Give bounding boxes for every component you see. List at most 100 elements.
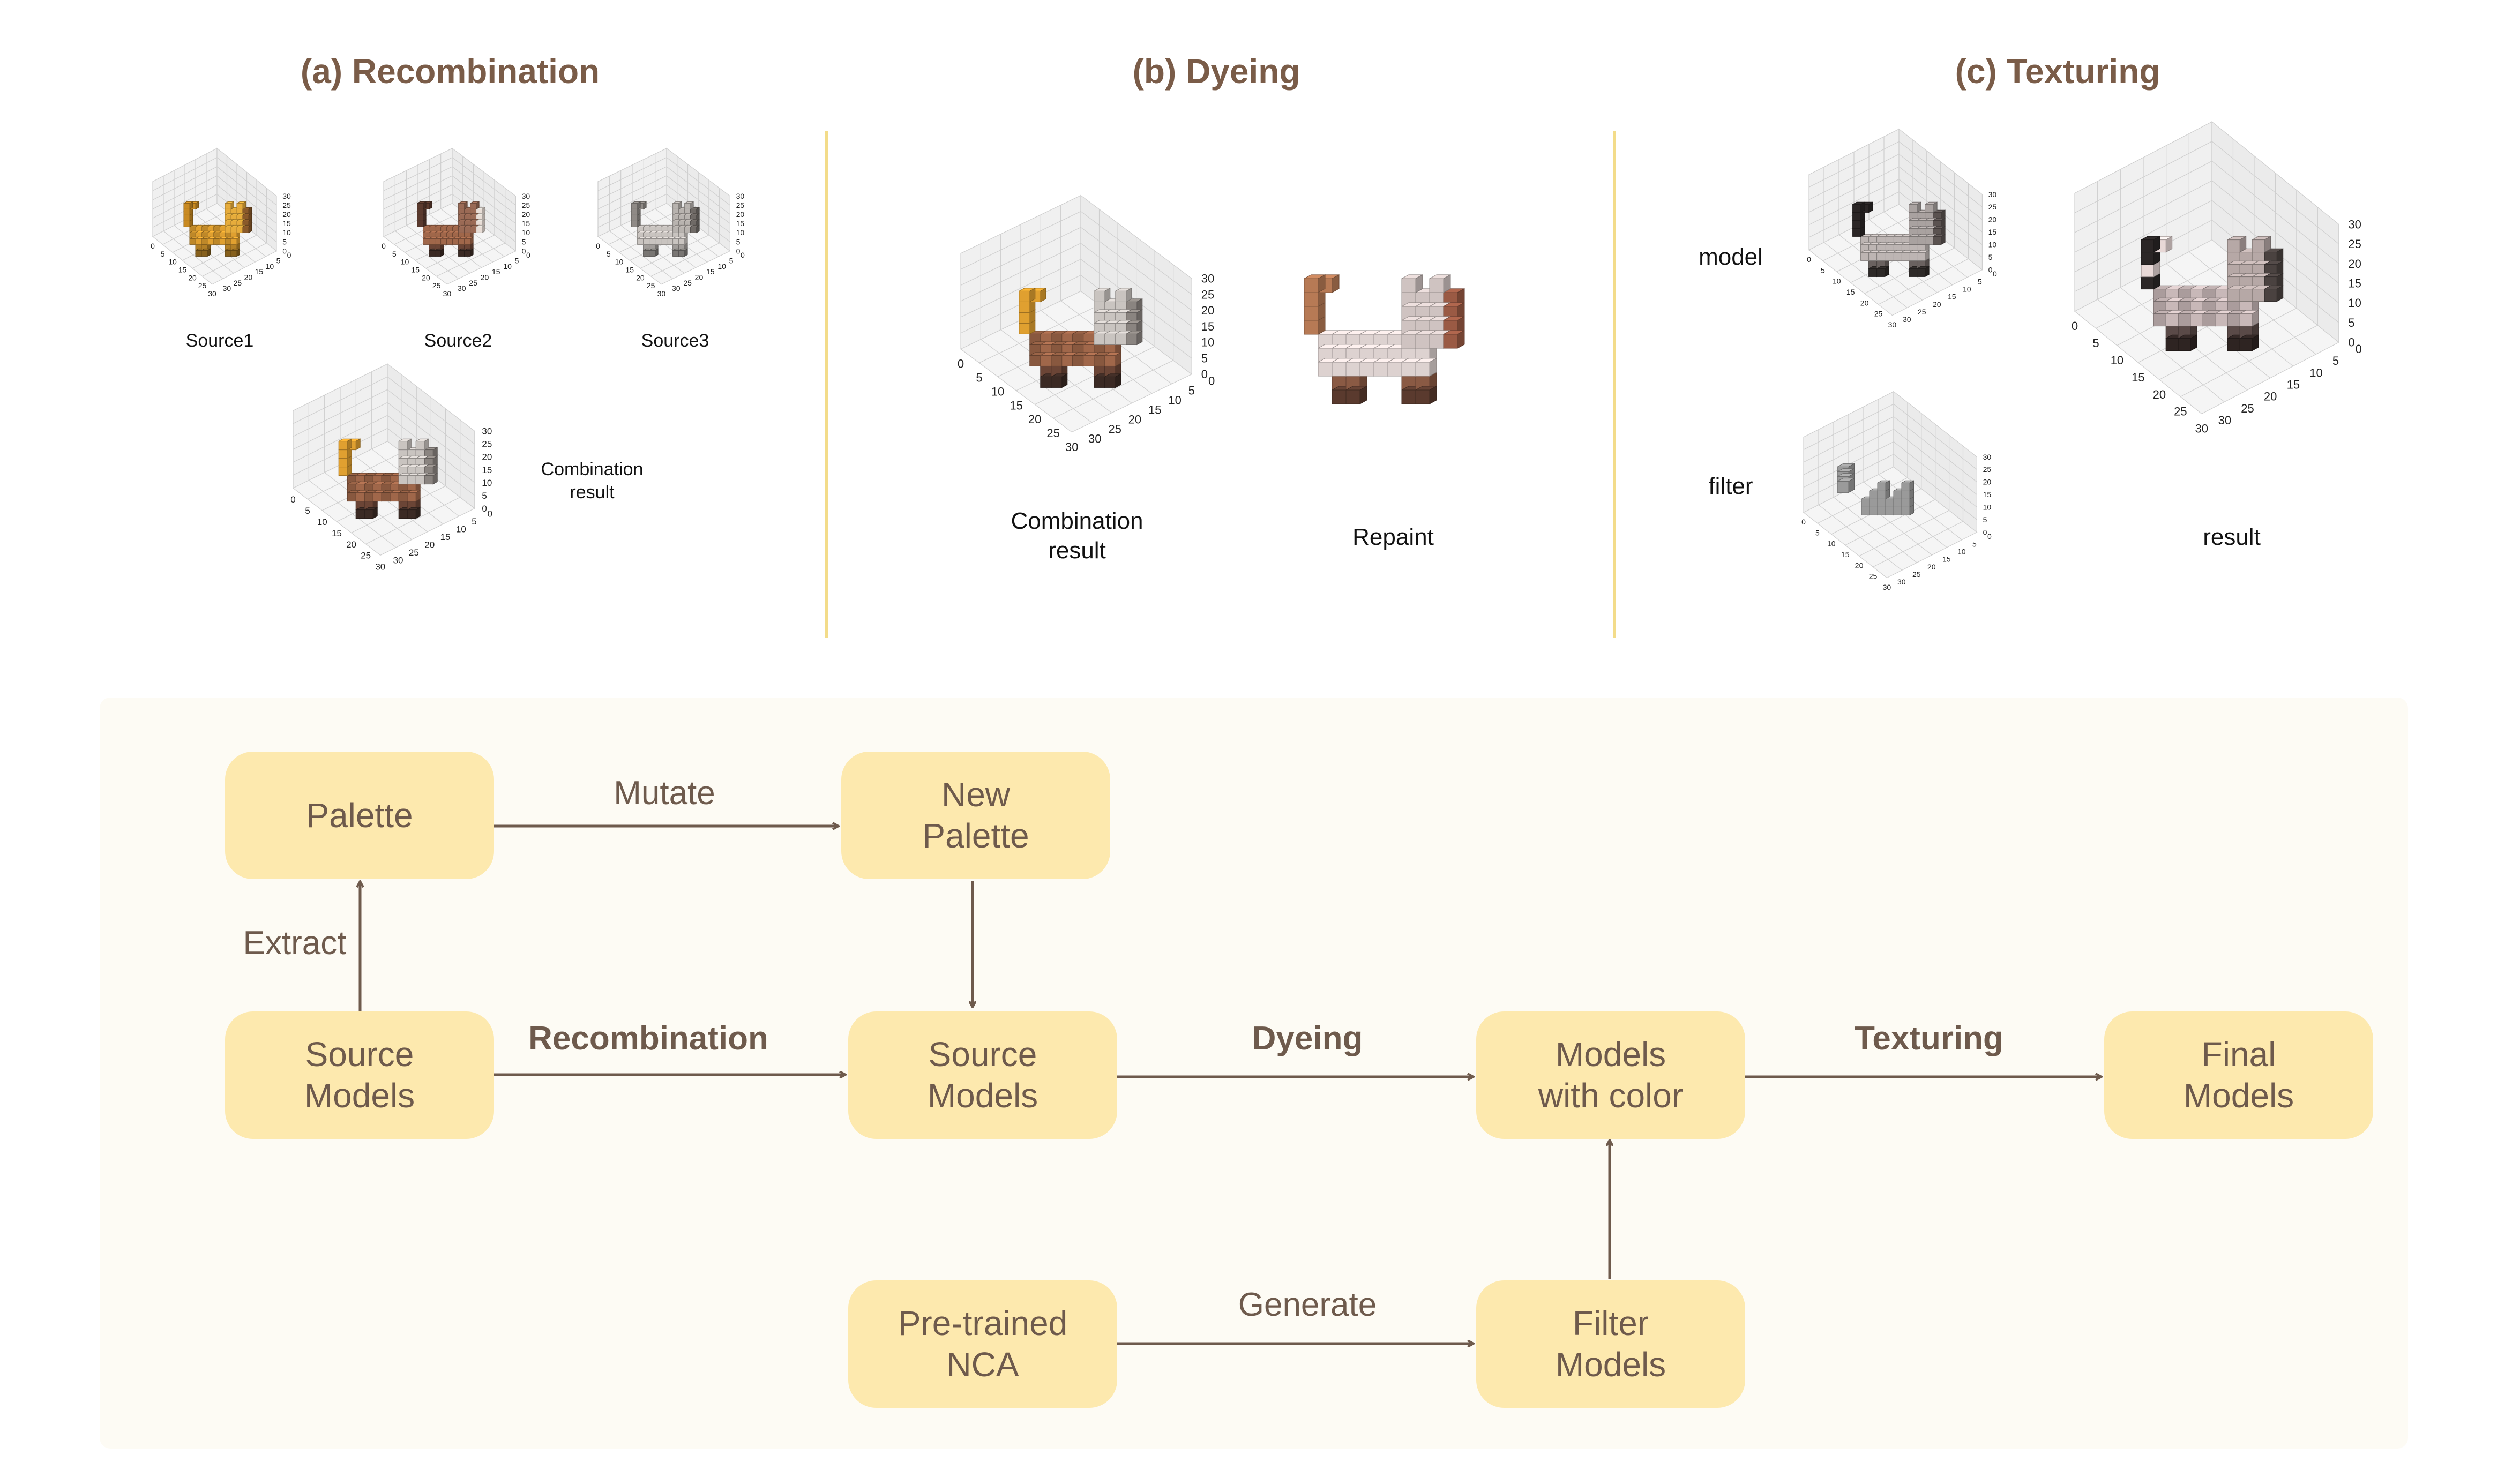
axis-tick-y: 0 <box>2356 342 2362 356</box>
node-palette: Palette <box>225 752 494 879</box>
voxel-model <box>1304 274 1465 404</box>
axis-tick-x: 30 <box>2195 422 2208 436</box>
axis-tick-z: 15 <box>1983 490 1992 499</box>
axis-tick-z: 15 <box>1201 320 1214 333</box>
axis-tick-z: 10 <box>736 228 745 237</box>
axis-tick-y: 20 <box>1933 300 1941 309</box>
voxel-model <box>417 201 485 257</box>
axis-tick-z: 15 <box>482 465 492 475</box>
axis-tick-x: 5 <box>392 250 397 258</box>
axis-tick-x: 20 <box>188 273 197 282</box>
axis-tick-z: 15 <box>2348 277 2361 290</box>
axis-tick-x: 0 <box>151 242 155 250</box>
axis-tick-y: 5 <box>515 256 519 265</box>
axis-tick-z: 30 <box>1983 453 1992 461</box>
axis-tick-z: 0 <box>482 504 487 514</box>
axis-tick-z: 10 <box>482 478 492 488</box>
axis-tick-y: 30 <box>1088 432 1101 445</box>
axis-tick-x: 20 <box>1860 298 1869 307</box>
voxel-model <box>1852 201 1946 278</box>
axis-tick-y: 0 <box>1993 269 1997 278</box>
axis-tick-x: 5 <box>1815 528 1820 537</box>
voxel-model <box>183 201 252 257</box>
axis-tick-x: 5 <box>161 250 165 258</box>
axis-tick-z: 30 <box>736 192 745 200</box>
axis-tick-x: 5 <box>607 250 611 258</box>
axis-tick-x: 20 <box>636 273 645 282</box>
label-extract: Extract <box>243 925 347 962</box>
axis-tick-z: 0 <box>522 246 526 255</box>
axis-tick-z: 25 <box>522 201 530 209</box>
axis-tick-z: 20 <box>736 210 745 219</box>
axis-tick-y: 25 <box>1918 308 1926 316</box>
axis-tick-x: 25 <box>361 551 371 561</box>
axis-tick-x: 0 <box>596 242 600 250</box>
axis-tick-z: 20 <box>282 210 291 219</box>
axis-tick-y: 20 <box>244 273 253 282</box>
axis-tick-x: 20 <box>422 273 430 282</box>
axis-tick-y: 5 <box>1188 384 1195 397</box>
axis-tick-z: 5 <box>482 491 487 501</box>
axis-tick-x: 30 <box>375 562 385 572</box>
axis-tick-x: 15 <box>2132 371 2144 384</box>
axis-tick-y: 30 <box>1897 578 1906 586</box>
node-pretrained-nca: Pre-trained NCA <box>848 1280 1117 1408</box>
axis-tick-y: 25 <box>234 279 242 287</box>
axis-tick-z: 25 <box>482 439 492 449</box>
axis-tick-y: 15 <box>706 267 715 276</box>
voxel-model <box>2141 236 2284 351</box>
caption-filter: filter <box>1708 473 1753 499</box>
caption-combination-a: Combination result <box>541 459 644 503</box>
axis-tick-y: 5 <box>729 256 734 265</box>
axis-tick-y: 0 <box>287 251 291 259</box>
axis-tick-x: 5 <box>1821 266 1825 274</box>
axis-tick-z: 20 <box>1201 304 1214 317</box>
axis-tick-x: 25 <box>432 281 441 290</box>
axis-tick-y: 0 <box>1208 374 1215 387</box>
axis-tick-x: 20 <box>346 539 356 550</box>
axis-tick-y: 5 <box>1978 277 1982 286</box>
axis-tick-x: 10 <box>401 258 409 266</box>
node-source-models-2: Source Models <box>848 1011 1117 1139</box>
axis-tick-z: 5 <box>522 237 526 246</box>
axis-tick-z: 15 <box>522 219 530 228</box>
node-models-with-color: Models with color <box>1476 1011 1745 1139</box>
axis-tick-y: 5 <box>276 256 281 265</box>
node-filter-models: Filter Models <box>1476 1280 1745 1408</box>
voxel-model <box>631 201 700 257</box>
axis-tick-y: 15 <box>2287 378 2300 392</box>
axis-tick-y: 10 <box>456 524 466 534</box>
label-dyeing: Dyeing <box>1252 1020 1363 1057</box>
caption-source3: Source3 <box>641 331 709 351</box>
axis-tick-y: 10 <box>503 262 512 271</box>
axis-tick-y: 10 <box>1168 393 1181 407</box>
axis-tick-x: 30 <box>1883 583 1891 591</box>
axis-tick-z: 5 <box>2348 316 2354 329</box>
axis-tick-y: 20 <box>1927 563 1936 571</box>
axis-tick-y: 25 <box>469 279 477 287</box>
divider-right <box>1613 131 1616 638</box>
axis-tick-x: 15 <box>1846 288 1855 296</box>
caption-combination-b: Combination result <box>1011 508 1143 564</box>
divider-left <box>825 131 828 638</box>
axis-tick-x: 0 <box>2072 319 2078 333</box>
axis-tick-z: 0 <box>1201 368 1208 381</box>
caption-source1: Source1 <box>185 331 254 351</box>
axis-tick-z: 20 <box>2348 257 2361 271</box>
axis-tick-x: 5 <box>976 371 982 385</box>
axis-tick-x: 10 <box>1833 277 1841 286</box>
axis-tick-z: 0 <box>736 246 741 255</box>
axis-tick-y: 15 <box>492 267 500 276</box>
label-texturing: Texturing <box>1855 1020 2003 1057</box>
axis-tick-y: 30 <box>672 284 681 293</box>
axis-tick-y: 5 <box>472 516 476 527</box>
axis-tick-x: 10 <box>991 385 1004 398</box>
axis-tick-y: 20 <box>424 540 435 550</box>
axis-tick-x: 25 <box>1046 426 1059 440</box>
recombination-title: (a) Recombination <box>300 52 600 91</box>
axis-tick-x: 30 <box>208 289 216 298</box>
axis-tick-y: 25 <box>1912 570 1921 579</box>
axis-tick-y: 25 <box>683 279 692 287</box>
axis-tick-x: 30 <box>1065 440 1078 454</box>
